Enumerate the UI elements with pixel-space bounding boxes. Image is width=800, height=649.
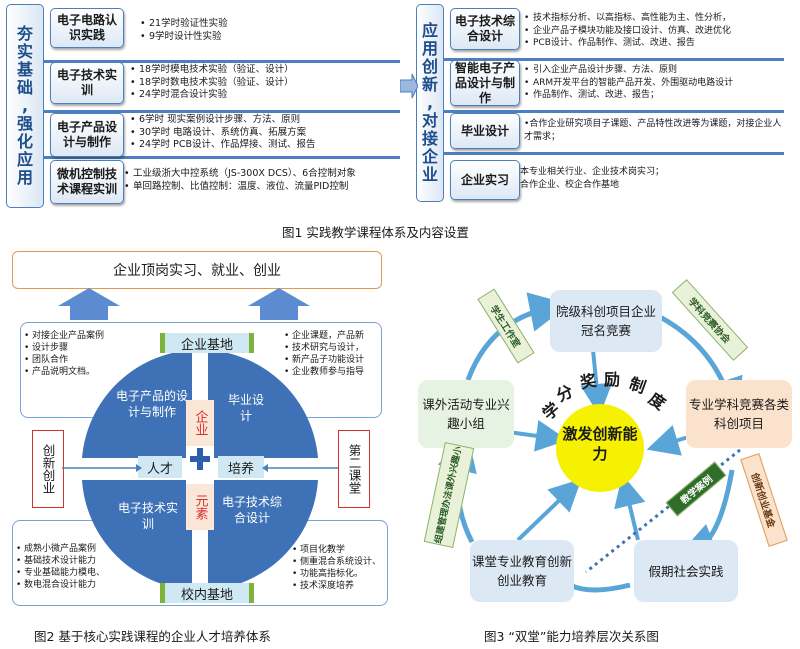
quadrant-label-training: 电子技术实训	[118, 501, 179, 531]
side-arrows	[62, 464, 338, 472]
list-top-left: 对接企业产品案例设计步骤团队合作产品说明文档。	[24, 330, 104, 378]
list-top-right: 企业课题，产品新技术研究与设计，新产品子功能设计企业教师参与指导	[284, 330, 364, 378]
bridge-arrow	[400, 73, 418, 99]
course-box-enterprise-internship: 企业实习	[450, 160, 520, 200]
row-divider	[444, 110, 784, 113]
row-divider	[44, 110, 400, 113]
center-circle	[556, 404, 644, 492]
course-box-circuit-cognition: 电子电路认识实践	[50, 8, 124, 48]
course-items-microcontrol: 工业级浙大中控系统（JS-300X DCS）、6合控制对象单回路控制、比值控制：…	[124, 168, 356, 193]
course-items-electronics-training: 18学时模电技术实验（验证、设计）18学时数电技术实验（验证、设计）24学时混合…	[130, 64, 294, 102]
course-box-product-design: 电子产品设计与制作	[50, 113, 124, 157]
node-top: 院级科创项目企业冠名竞赛	[550, 290, 662, 352]
arc-text: 学 分 奖 励 制 度	[538, 370, 670, 424]
course-box-electronics-training: 电子技术实训	[50, 62, 124, 104]
innovation-box: 创新创业	[32, 430, 64, 508]
course-box-comprehensive-design: 电子技术综合设计	[450, 8, 520, 50]
node-left: 课外活动专业兴趣小组	[418, 380, 514, 448]
left-vertical-title: 夯实基础,强化应用	[6, 4, 44, 208]
quadrant-top-left	[82, 350, 192, 458]
row-divider	[44, 156, 400, 159]
center-label: 激发创新能力	[562, 425, 638, 463]
row-divider	[444, 58, 784, 61]
figure2-caption: 图2 基于核心实践课程的企业人才培养体系	[34, 629, 271, 644]
course-items-product-design: 6学时 现实案例设计步骤、方法、原则30学时 电路设计、系统仿真、拓展方案24学…	[130, 114, 316, 152]
campus-base-label: 校内基地	[160, 583, 254, 603]
list-bottom-right: 项目化教学侧重混合系统设计、功能高指标化。技术深度培养	[292, 544, 381, 592]
center-left-label: 人才	[138, 456, 182, 478]
node-bottom-left: 课堂专业教育创新创业教育	[470, 540, 574, 602]
quadrant-label-comprehensive: 电子技术综合设计	[222, 495, 283, 525]
course-items-smart-product: 引入企业产品设计步骤、方法、原则ARM开发平台的智能产品开发、外围驱动电路设计作…	[524, 64, 733, 102]
course-items-circuit-cognition: 21学时验证性实验9学时设计性实验	[140, 18, 228, 43]
node-bottom-right: 假期社会实践	[634, 540, 738, 602]
figure1-caption: 图1 实践教学课程体系及内容设置	[282, 225, 469, 240]
top-banner: 企业顶岗实习、就业、创业	[12, 251, 382, 289]
quadrant-bottom-left	[82, 480, 192, 590]
center-bottom-label: 元素	[186, 484, 214, 530]
node-right: 专业学科竞赛各类科创项目	[686, 380, 792, 448]
course-items-graduation-design: •合作企业研究项目子课题、产品特性改进等为课题，对接企业人才需求；	[524, 119, 782, 142]
core-circle	[82, 350, 318, 590]
second-class-box: 第二课堂	[338, 430, 370, 508]
figure3-caption: 图3 “双堂”能力培养层次关系图	[484, 629, 659, 644]
right-vertical-title: 应用创新,对接企业	[416, 4, 444, 202]
list-bottom-left: 成熟小微产品案例基础技术设计能力专业基础能力模电、数电混合设计能力	[16, 543, 105, 591]
up-arrows	[58, 288, 310, 320]
quadrant-label-graduation: 毕业设计	[227, 393, 264, 423]
row-divider	[44, 60, 400, 63]
course-box-microcontrol: 微机控制技术课程实训	[50, 160, 124, 204]
row-divider	[444, 152, 784, 155]
center-top-label: 企业	[186, 400, 214, 446]
course-items-enterprise-internship: 本专业相关行业、企业技术岗实习； 合作企业、校企合作基地	[520, 167, 665, 190]
course-items-comprehensive-design: 技术指标分析、以高指标、高性能为主、性分析，企业产品子模块功能及接口设计、仿真、…	[524, 12, 731, 50]
course-box-smart-product: 智能电子产品设计与制作	[450, 60, 520, 106]
center-right-label: 培养	[218, 456, 264, 478]
enterprise-base-label: 企业基地	[160, 333, 254, 353]
quadrant-label-product-design: 电子产品的设计与制作	[115, 389, 188, 419]
quadrant-top-right	[208, 350, 318, 458]
course-box-graduation-design: 毕业设计	[450, 113, 520, 149]
quadrant-bottom-right	[208, 480, 318, 590]
